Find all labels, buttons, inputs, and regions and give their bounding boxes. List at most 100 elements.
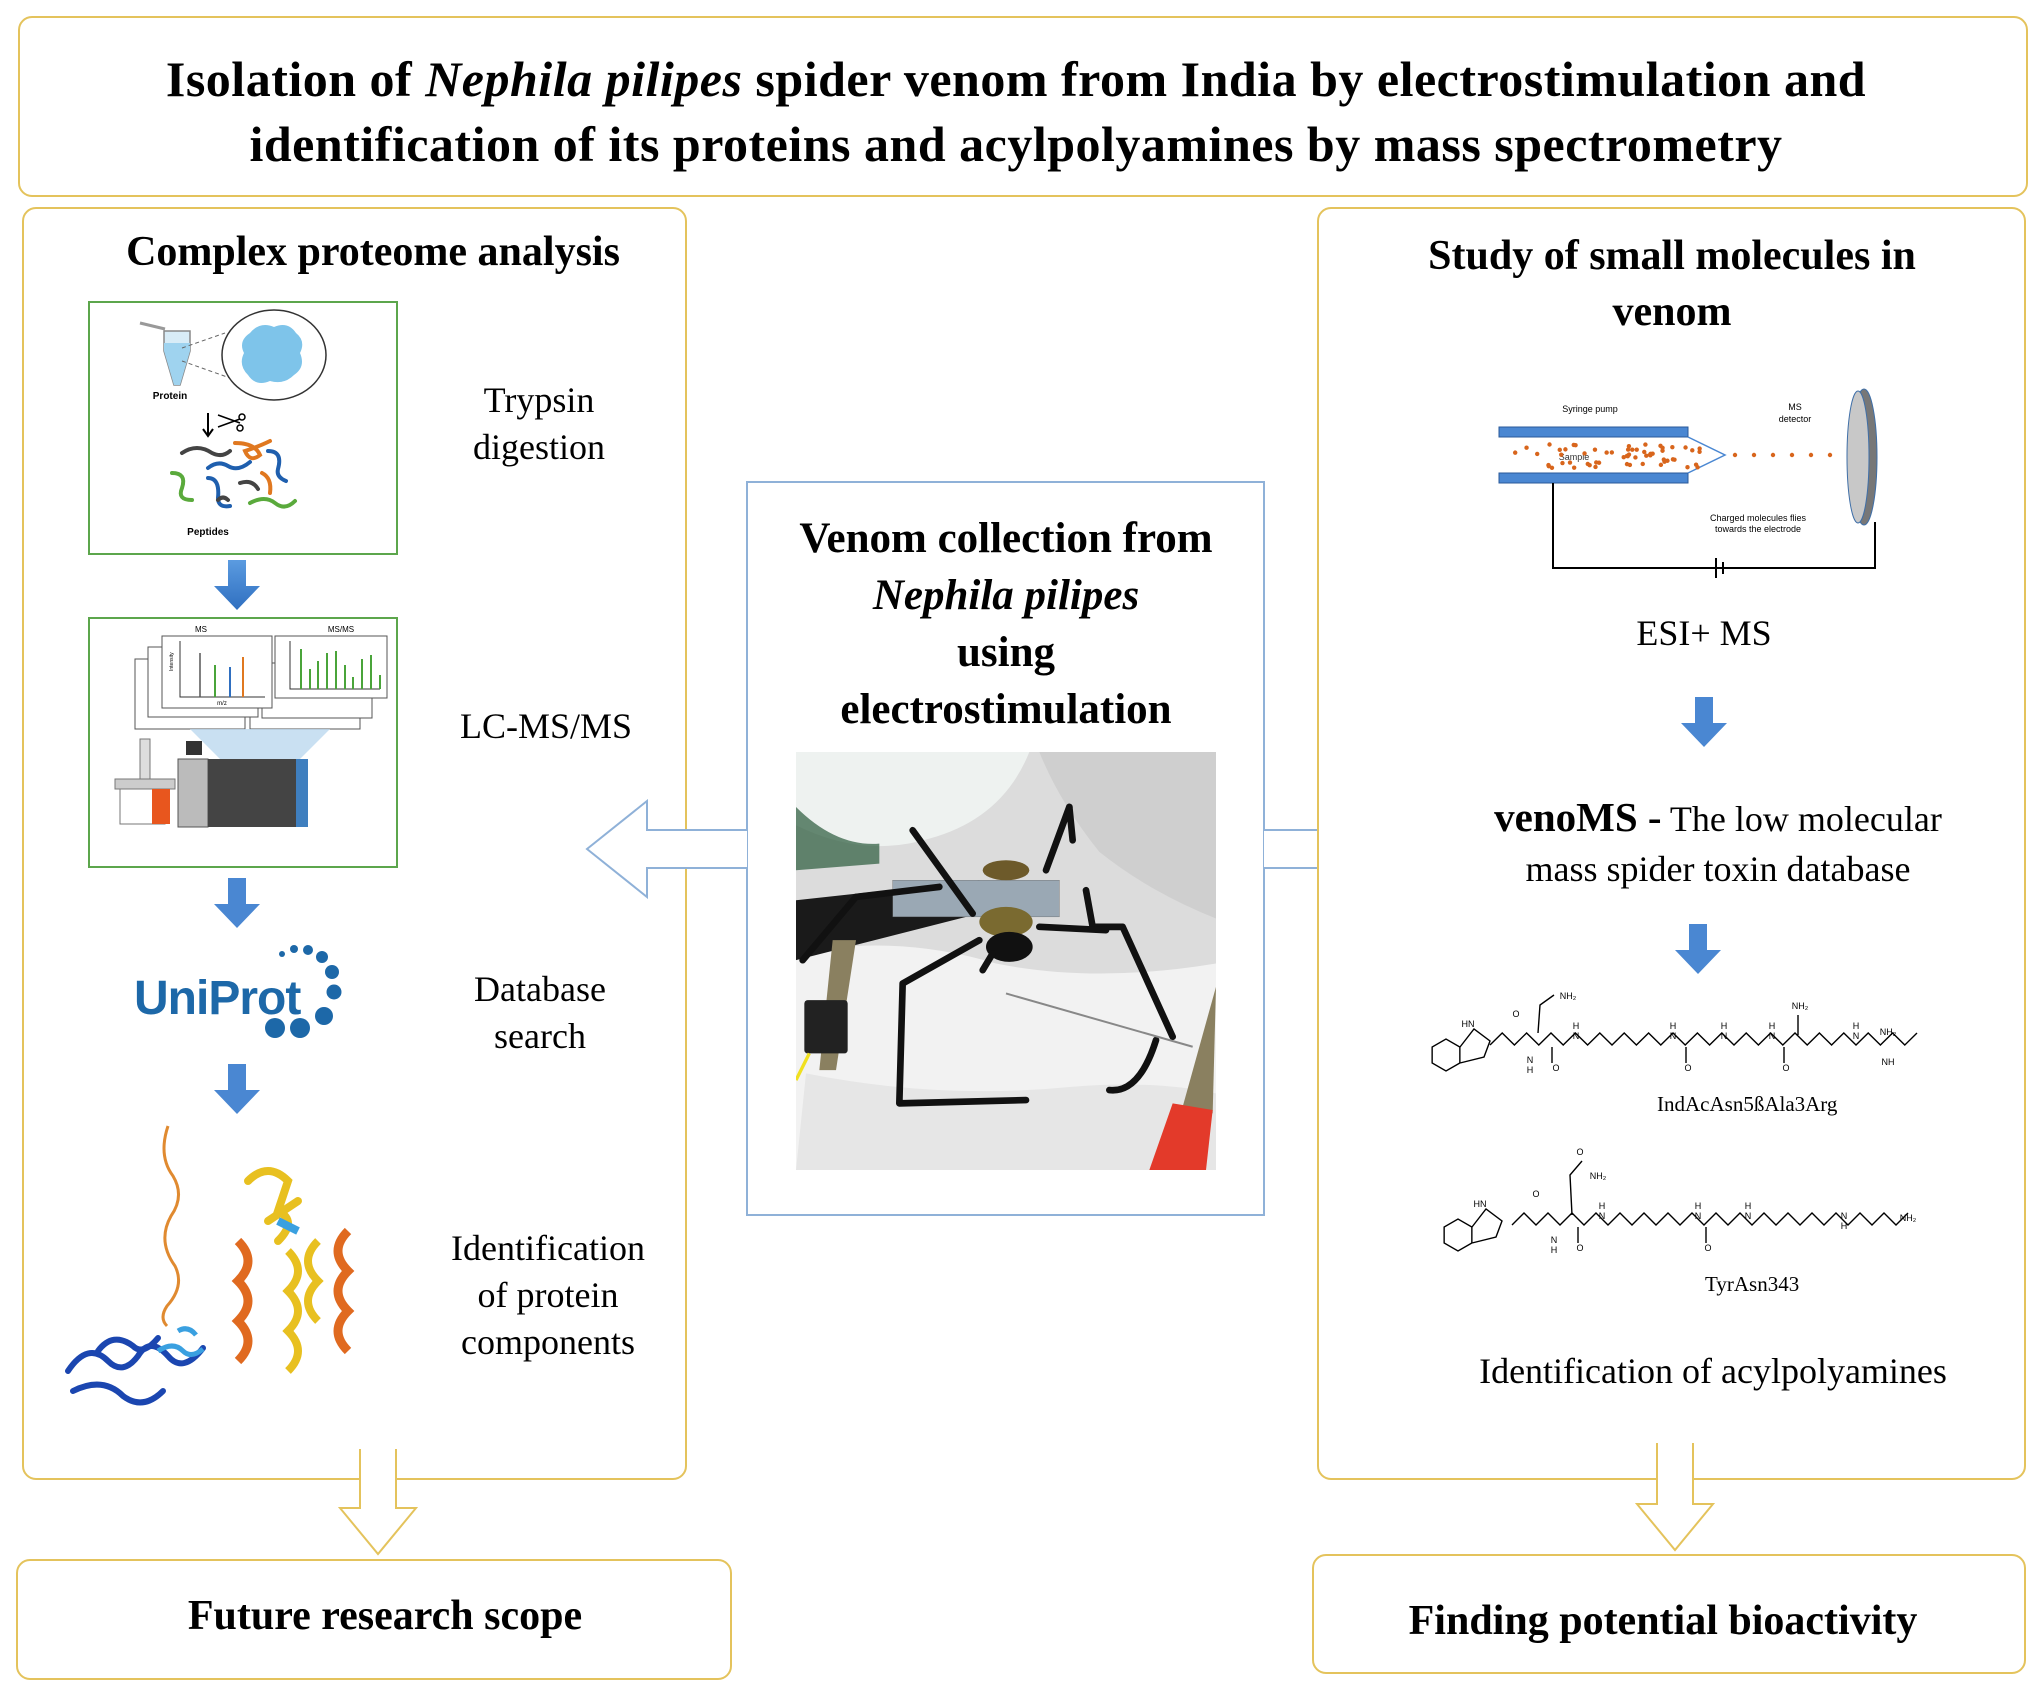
atom-label: H: [1745, 1201, 1752, 1211]
particle: [1665, 458, 1670, 463]
particle: [1643, 442, 1648, 447]
heading-line: venom: [1612, 289, 1732, 335]
atom-label: H: [1670, 1021, 1677, 1031]
left-arrow-icon: [585, 799, 747, 899]
title-text: Isolation of: [165, 51, 426, 107]
red-clip: [1149, 1103, 1213, 1170]
lcmsms-figure: MS MS/MS Intensity m/z: [88, 617, 398, 868]
mass-spectrometer-illustration: MS MS/MS Intensity m/z: [114, 625, 388, 828]
particle: [1567, 460, 1573, 465]
future-research-label: Future research scope: [187, 1593, 583, 1639]
atom-label: O: [1576, 1147, 1583, 1157]
atom-label: O: [1684, 1063, 1691, 1073]
small-molecules-heading: Study of small molecules in venom: [1428, 228, 1916, 340]
particle: [1670, 444, 1675, 450]
atom-label: H: [1769, 1021, 1776, 1031]
charged-particles: [1512, 442, 1852, 470]
atom-label: H: [1841, 1221, 1848, 1231]
species-name: Nephila pilipes: [872, 572, 1140, 619]
database-search-label: Database search: [474, 966, 606, 1060]
flow-arrow-icon: [1681, 697, 1727, 747]
particle: [1660, 448, 1665, 453]
bond: [1431, 1038, 1461, 1072]
text-line: electrostimulation: [840, 686, 1172, 733]
protein-blob: [241, 325, 303, 383]
atom-label: O: [1532, 1189, 1539, 1199]
molecule-name-1: IndAcAsn5ßAla3Arg: [1657, 1092, 1838, 1116]
particle: [1560, 460, 1565, 466]
particle: [1592, 447, 1598, 452]
particle: [1693, 462, 1699, 467]
down-arrow-icon: [1635, 1443, 1715, 1552]
atom-label: NH₂: [1880, 1027, 1897, 1037]
atom-label: N: [1551, 1235, 1558, 1245]
particle: [1512, 450, 1518, 455]
msms-label: MS/MS: [328, 625, 354, 634]
atom-label: N: [1745, 1211, 1752, 1221]
particle: [1642, 449, 1647, 455]
particle: [1789, 452, 1795, 458]
label-line: Identification: [451, 1228, 645, 1268]
atom-label: N: [1573, 1031, 1580, 1041]
flow-arrow-icon: [214, 878, 260, 928]
arrow-down-icon: [202, 413, 214, 438]
particle: [1627, 462, 1633, 468]
spider-photo: [796, 752, 1216, 1170]
particle: [1594, 460, 1599, 465]
acylpolyamines-label: Identification of acylpolyamines: [1479, 1351, 1947, 1391]
battery-icon: [1715, 558, 1724, 578]
atom-label: HN: [1462, 1019, 1475, 1029]
atom-label: H: [1573, 1021, 1580, 1031]
flow-arrow-icon: [214, 560, 260, 610]
particle: [1626, 443, 1632, 449]
venom-collection-text: Venom collection from Nephila pilipes us…: [799, 510, 1212, 738]
ms-label: MS: [195, 625, 207, 634]
syringe-pump-label: Syringe pump: [1562, 404, 1618, 414]
msms-spectrum: [274, 635, 388, 699]
species-name: Nephila pilipes: [425, 51, 743, 107]
venoms-description: mass spider toxin database: [1525, 849, 1911, 889]
particle: [1626, 452, 1632, 457]
bond: [1443, 1218, 1473, 1252]
protein-label: Protein: [153, 391, 187, 402]
particle: [1670, 457, 1676, 462]
lc-instrument: [114, 738, 176, 825]
particle: [1563, 447, 1568, 452]
atom-label: NH: [1882, 1057, 1895, 1067]
silver-clamp: [892, 880, 1060, 918]
venoms-name: venoMS -: [1494, 794, 1662, 840]
particle: [1524, 445, 1529, 450]
particle: [1633, 455, 1638, 460]
particle: [1571, 442, 1576, 448]
label-line: digestion: [473, 427, 605, 467]
particle: [1640, 461, 1645, 467]
flight-label: towards the electrode: [1715, 524, 1801, 534]
atom-label: N: [1721, 1031, 1728, 1041]
particle: [1547, 442, 1552, 447]
heading-line: Study of small molecules in: [1428, 233, 1916, 279]
particle: [1571, 465, 1577, 470]
atom-label: N: [1670, 1031, 1677, 1041]
flight-label: Charged molecules flies: [1710, 513, 1807, 523]
atom-label: NH₂: [1900, 1213, 1917, 1223]
title-line-2: identification of its proteins and acylp…: [249, 116, 1783, 172]
down-arrow-icon: [338, 1449, 418, 1556]
label-line: Trypsin: [483, 380, 595, 420]
atom-label: H: [1527, 1065, 1534, 1075]
atom-label: O: [1704, 1243, 1711, 1253]
atom-label: NH₂: [1792, 1001, 1809, 1011]
particle: [1697, 449, 1702, 454]
atom-label: NH₂: [1590, 1171, 1607, 1181]
particle: [1808, 452, 1814, 458]
particle: [1648, 453, 1653, 458]
particle: [1630, 447, 1635, 452]
particle: [1549, 465, 1555, 470]
particle: [1557, 447, 1562, 453]
flow-arrow-icon: [1675, 924, 1721, 974]
circuit-wire: [1552, 483, 1876, 569]
bioactivity-label: Finding potential bioactivity: [1408, 1598, 1918, 1644]
particle: [1690, 448, 1695, 453]
text-line: Venom collection from: [799, 515, 1213, 562]
particle: [1827, 452, 1833, 458]
